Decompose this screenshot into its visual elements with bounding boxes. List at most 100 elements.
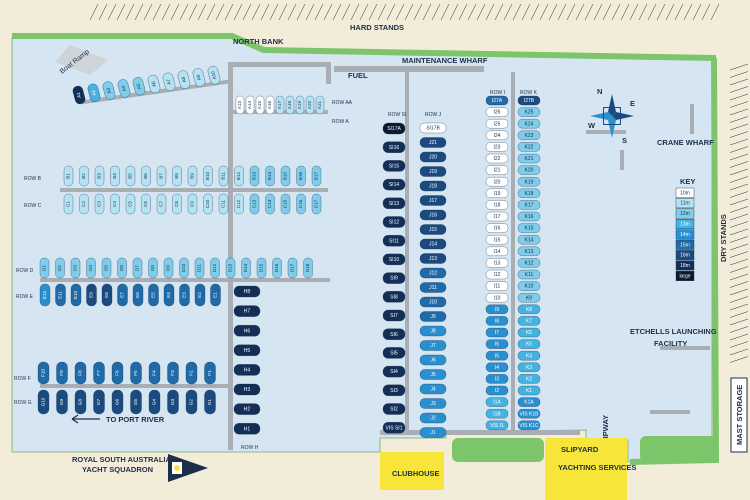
berth-j12: J12 <box>419 267 447 279</box>
key-item-large: large <box>675 271 695 281</box>
svg-text:I26: I26 <box>494 110 501 116</box>
berth-b2: B2 <box>79 165 89 187</box>
svg-text:I1A: I1A <box>493 400 501 406</box>
row-j-label: ROW J <box>425 112 442 118</box>
berth-c15: C15 <box>280 193 291 215</box>
berth-c17: C17 <box>311 193 322 215</box>
berth-f8: F8 <box>74 361 87 385</box>
berth-d14: D14 <box>241 257 251 279</box>
svg-text:F8: F8 <box>78 370 83 376</box>
berth-vis-k1b: VIS K1B <box>517 409 541 419</box>
berth-vis-si1: VIS SI1 <box>382 422 406 434</box>
svg-text:D15: D15 <box>259 263 264 272</box>
berth-si2: SI2 <box>382 403 406 415</box>
berth-a2: A2 <box>87 83 101 102</box>
svg-text:C16: C16 <box>298 199 303 208</box>
svg-text:J6: J6 <box>430 358 436 364</box>
svg-text:K7: K7 <box>526 319 532 325</box>
svg-text:A21: A21 <box>317 100 322 109</box>
berth-i22: I22 <box>485 153 509 164</box>
berth-c5: C5 <box>125 193 136 215</box>
berth-a10: A10 <box>207 66 221 85</box>
berth-c9: C9 <box>187 193 198 215</box>
svg-text:I9: I9 <box>495 307 499 313</box>
svg-text:I10: I10 <box>494 295 501 301</box>
svg-text:K16: K16 <box>525 214 534 220</box>
berth-si11: SI11 <box>382 235 406 247</box>
berth-j3: J3 <box>419 398 447 409</box>
berth-b15: B15 <box>280 165 291 187</box>
berth-g2: G2 <box>185 389 198 415</box>
berth-d18: D18 <box>303 257 313 279</box>
svg-text:I25: I25 <box>494 121 501 127</box>
row-f-label: ROW F <box>14 376 31 382</box>
berth-k8: K8 <box>517 304 541 314</box>
berth-c8: C8 <box>172 193 182 215</box>
main-pier <box>228 62 233 450</box>
svg-text:SI16: SI16 <box>389 145 400 151</box>
svg-text:A5: A5 <box>135 82 141 89</box>
row-de-pier <box>40 278 330 282</box>
dry-stands-label: DRY STANDS <box>719 214 728 262</box>
svg-text:J9: J9 <box>430 314 436 320</box>
berth-a1: A1 <box>72 85 86 105</box>
svg-text:K10: K10 <box>525 284 534 290</box>
berth-k11: K11 <box>517 269 541 280</box>
slipyard-building <box>545 438 627 500</box>
berth-b10: B10 <box>203 165 213 187</box>
svg-text:E11: E11 <box>58 291 63 299</box>
fuel-label: FUEL <box>348 71 368 80</box>
svg-text:G6: G6 <box>115 398 120 405</box>
crane-wharf-pier <box>586 130 626 134</box>
berth-i9: I9 <box>485 304 509 314</box>
berth-j10: J10 <box>419 296 447 308</box>
svg-text:I2: I2 <box>495 388 499 394</box>
svg-text:E12: E12 <box>42 290 47 299</box>
svg-text:E4: E4 <box>166 292 171 298</box>
berth-c11: C11 <box>218 193 229 215</box>
svg-text:16m: 16m <box>680 253 690 259</box>
svg-text:C2: C2 <box>81 201 86 207</box>
svg-text:A8: A8 <box>180 76 186 83</box>
green-lawn-east <box>640 436 716 462</box>
berth-b9: B9 <box>187 165 198 187</box>
berth-c12: C12 <box>234 193 244 215</box>
berth-f4: F4 <box>148 361 161 385</box>
svg-text:C15: C15 <box>283 199 288 208</box>
svg-text:K5: K5 <box>526 342 532 348</box>
berth-b12: B12 <box>234 165 244 187</box>
berth-b3: B3 <box>94 165 105 187</box>
berth-k14: K14 <box>517 235 541 245</box>
berth-si13: SI13 <box>382 197 406 209</box>
berth-g7: G7 <box>93 389 105 415</box>
svg-text:D3: D3 <box>73 265 78 271</box>
berth-j8: J8 <box>419 325 447 337</box>
svg-text:E1: E1 <box>213 292 218 298</box>
berth-si9: SI9 <box>382 272 406 284</box>
berth-g9: G9 <box>56 389 68 415</box>
svg-text:SI17A: SI17A <box>387 126 401 132</box>
svg-text:H3: H3 <box>244 387 251 393</box>
berth-e12: E12 <box>39 283 51 307</box>
svg-text:K22: K22 <box>525 145 534 151</box>
berth-k9: K9 <box>517 293 541 303</box>
i-k-pier <box>511 72 515 432</box>
svg-text:B15: B15 <box>283 171 288 180</box>
svg-text:D14: D14 <box>243 263 248 272</box>
berth-h6: H6 <box>233 325 261 337</box>
svg-text:J2: J2 <box>430 416 436 422</box>
svg-text:K18: K18 <box>525 191 534 197</box>
berth-i27a: I27A <box>485 95 509 106</box>
crane-wharf-post <box>690 104 694 134</box>
svg-text:D8: D8 <box>150 265 155 271</box>
svg-text:15m: 15m <box>680 242 690 248</box>
berth-b11: B11 <box>218 165 229 187</box>
svg-text:SI4: SI4 <box>390 369 398 375</box>
berth-k19: K19 <box>517 177 541 187</box>
berth-j4: J4 <box>419 383 447 395</box>
berth-b4: B4 <box>110 165 120 187</box>
compass-s: S <box>622 136 627 145</box>
berth-k10: K10 <box>517 281 541 291</box>
berth-e7: E7 <box>117 283 128 307</box>
